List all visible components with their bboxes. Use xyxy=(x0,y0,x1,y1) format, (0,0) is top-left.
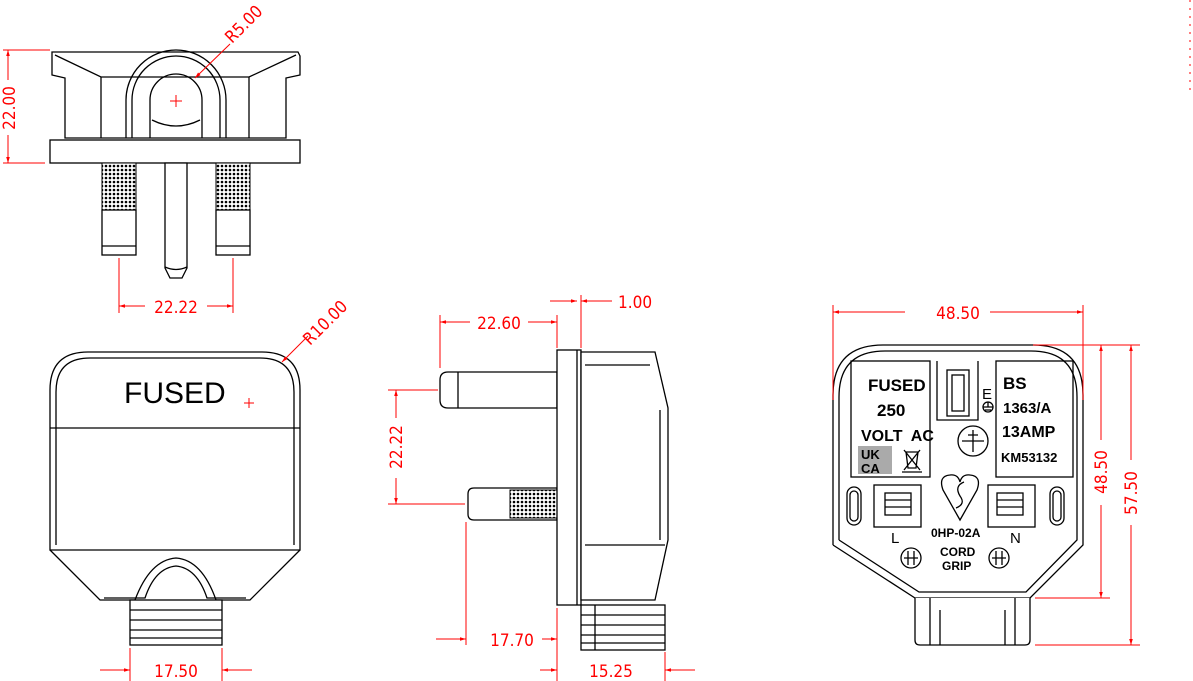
earth-marking: E xyxy=(982,386,992,403)
cord-width-dimension: 17.50 xyxy=(154,662,198,681)
cord-grip-screw-right-icon xyxy=(988,547,1010,569)
height-dimension: 22.00 xyxy=(0,86,20,130)
earth-pin-dimension: 17.70 xyxy=(490,631,534,651)
model-marking: 0HP-02A xyxy=(931,526,981,540)
bs-marking: BS xyxy=(1003,374,1027,393)
ukca-mark xyxy=(858,446,892,474)
rating-marking: 13AMP xyxy=(1002,424,1056,441)
side-pin-spacing-dimension: 22.22 xyxy=(387,425,407,469)
cord-grip-screw-left-icon xyxy=(900,547,922,569)
neutral-marking: N xyxy=(1010,530,1021,547)
ukca-bottom: CA xyxy=(861,461,880,476)
ukca-top: UK xyxy=(861,447,880,462)
front-view: FUSED xyxy=(49,351,301,646)
radius-dimension: R10.00 xyxy=(299,297,352,350)
weee-bin-icon xyxy=(902,449,922,473)
volt-ac-marking: VOLT AC xyxy=(861,428,934,445)
plate-thickness-dimension: 1.00 xyxy=(618,293,652,313)
cord-marking: CORD xyxy=(940,545,976,559)
pin-length-dimension: 22.60 xyxy=(477,314,521,334)
cord-dimension: 15.25 xyxy=(589,662,633,681)
cert-marking: KM53132 xyxy=(1001,450,1057,465)
standard-marking: 1363/A xyxy=(1003,400,1052,417)
kitemark-icon xyxy=(940,474,980,522)
height-dimension: 48.50 xyxy=(1092,450,1112,494)
pin-spacing-dimension: 22.22 xyxy=(154,298,198,318)
bottom-view: FUSED 250 VOLT AC UK CA E BS 1363/A 13AM… xyxy=(832,344,1084,646)
live-marking: L xyxy=(891,530,899,547)
total-height-dimension: 57.50 xyxy=(1122,471,1142,515)
side-view-dimensions: 22.60 1.00 22.22 17.70 15.25 xyxy=(387,293,695,681)
fused-marking: FUSED xyxy=(868,376,926,395)
side-view xyxy=(439,349,669,651)
radius-dimension: R5.00 xyxy=(221,2,267,48)
grip-marking: GRIP xyxy=(942,559,971,573)
fused-label: FUSED xyxy=(124,377,226,410)
voltage-marking: 250 xyxy=(877,401,905,420)
top-view xyxy=(49,49,301,279)
width-dimension: 48.50 xyxy=(936,304,980,324)
bottom-view-dimensions: 48.50 48.50 57.50 xyxy=(832,0,1191,646)
